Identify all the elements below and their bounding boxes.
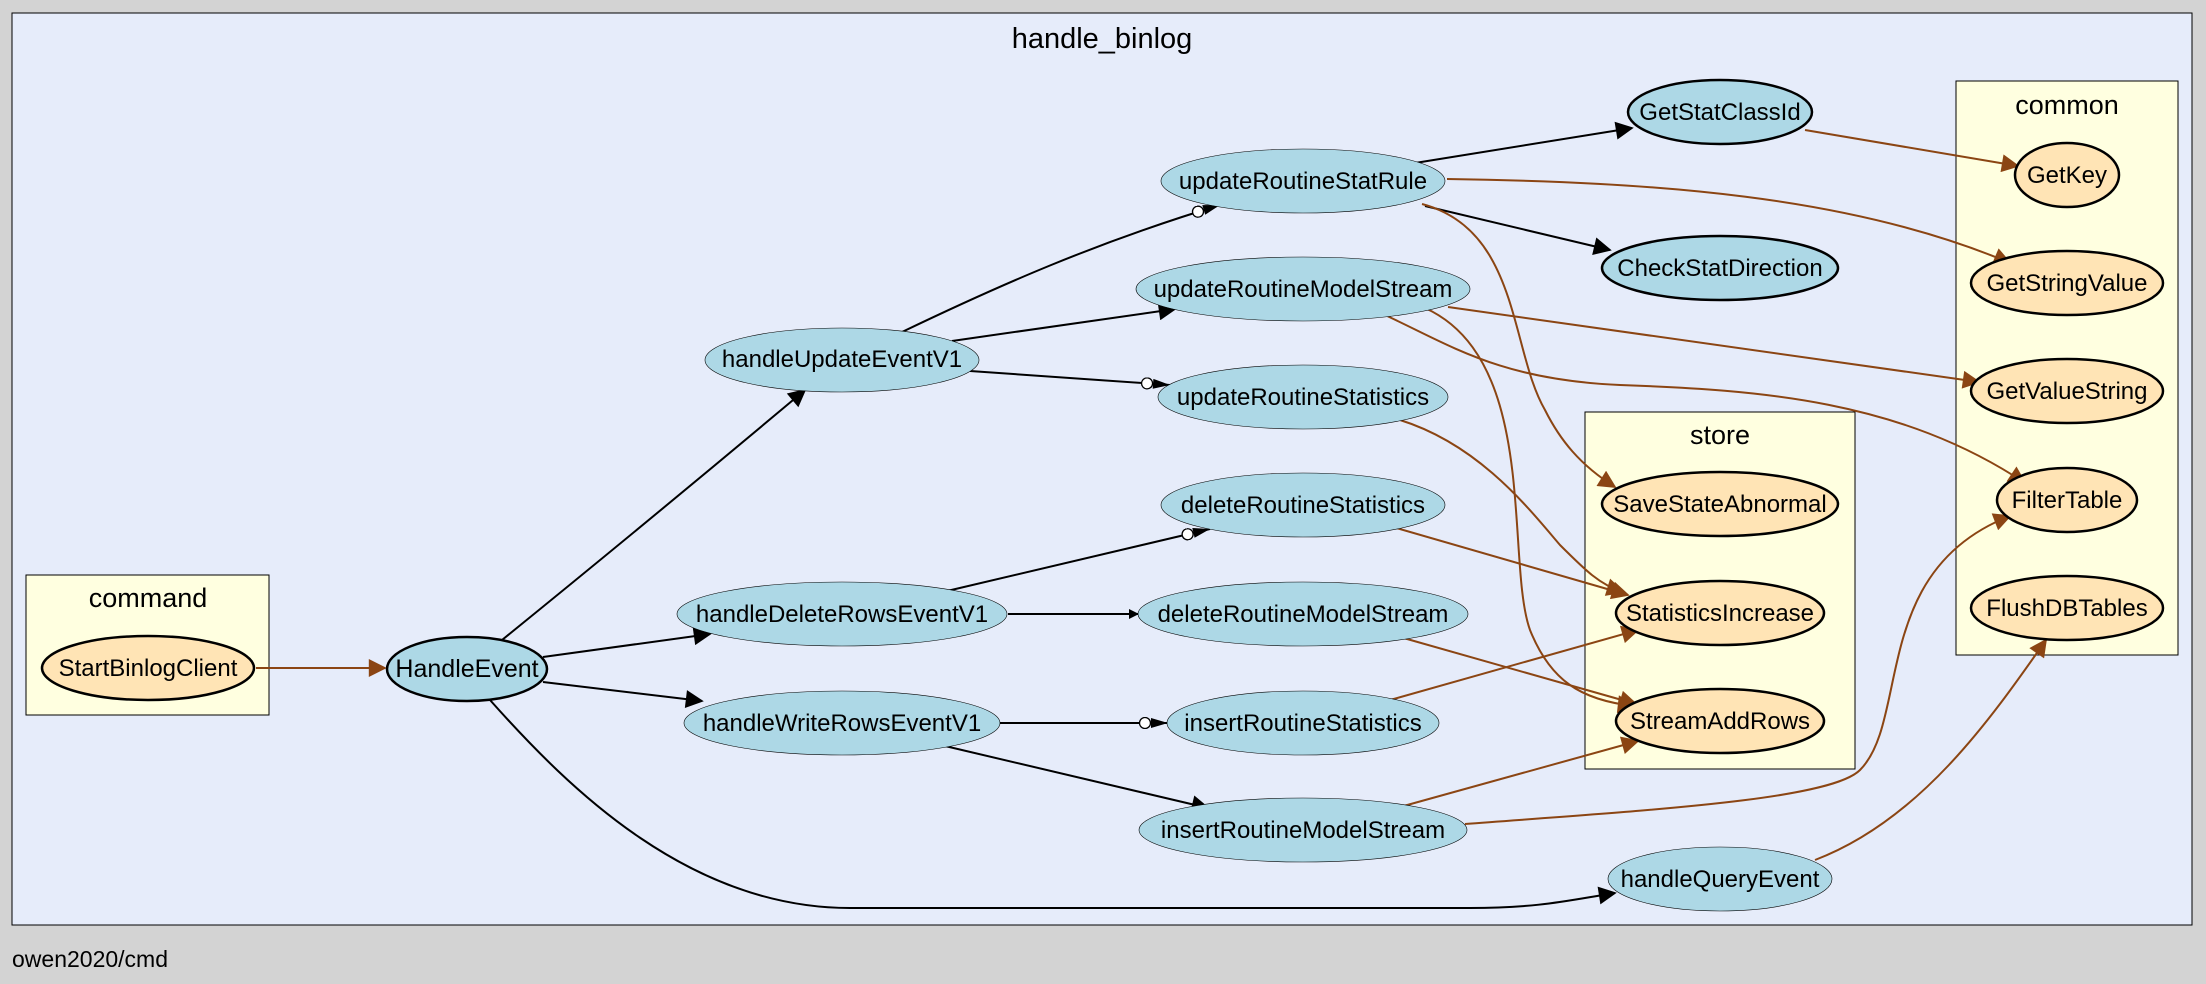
edge-deleteroutinemodelstream-streamaddrows: [1399, 636, 1638, 709]
node-getvaluestring-label: GetValueString: [1987, 378, 2148, 405]
node-handleevent[interactable]: HandleEvent: [385, 635, 549, 703]
edges: [256, 121, 2048, 909]
cluster-handle-binlog-label: handle_binlog: [1012, 23, 1193, 55]
edge-handleevent-handleupdateeventv1: [501, 388, 807, 641]
node-savestateabnormal[interactable]: SaveStateAbnormal: [1600, 470, 1840, 538]
nodes-command: StartBinlogClient: [40, 634, 256, 702]
edge-deleteroutinestatistics-statisticsincrease: [1392, 526, 1630, 600]
edge-handlequeryevent-flushdbtables: [1814, 638, 2048, 861]
node-handleevent-label: HandleEvent: [395, 655, 538, 683]
node-getstringvalue[interactable]: GetStringValue: [1969, 249, 2165, 317]
edge-updateroutinestatrule-getstatclassid: [1414, 121, 1634, 164]
node-getstringvalue-label: GetStringValue: [1987, 270, 2148, 297]
node-updateroutinemodelstream[interactable]: updateRoutineModelStream: [1135, 256, 1471, 322]
node-flushdbtables-label: FlushDBTables: [1986, 595, 2147, 622]
node-filtertable-label: FilterTable: [2012, 487, 2123, 514]
edge-handleevent-handlewriterowseventv1: [542, 681, 704, 709]
edge-getstatclassid-getkey: [1804, 129, 2020, 173]
edge-updateroutinestatrule-checkstatdirection: [1424, 205, 1612, 256]
edge-insertroutinemodelstream-streamaddrows: [1399, 736, 1640, 808]
node-insertroutinemodelstream[interactable]: insertRoutineModelStream: [1138, 797, 1468, 863]
edge-updateroutinemodelstream-getvaluestring: [1447, 306, 1981, 389]
node-checkstatdirection-label: CheckStatDirection: [1617, 255, 1822, 282]
node-deleteroutinemodelstream-label: deleteRoutineModelStream: [1158, 601, 1449, 628]
node-updateroutinestatrule[interactable]: updateRoutineStatRule: [1160, 148, 1446, 214]
node-getkey-label: GetKey: [2027, 162, 2107, 189]
node-deleteroutinestatistics-label: deleteRoutineStatistics: [1181, 492, 1425, 519]
node-filtertable[interactable]: FilterTable: [1995, 466, 2139, 534]
edge-updateroutinemodelstream-streamaddrows: [1424, 307, 1636, 714]
edge-handlewriterowseventv1-insertroutinemodelstream: [944, 745, 1210, 814]
edge-handleupdateeventv1-updateroutinemodelstream: [951, 302, 1177, 342]
node-savestateabnormal-label: SaveStateAbnormal: [1613, 491, 1826, 518]
edge-handledeleterowseventv1-deleteroutinestatistics: [946, 528, 1211, 592]
node-insertroutinestatistics-label: insertRoutineStatistics: [1184, 710, 1421, 737]
edge-insertroutinemodelstream-filtertable: [1464, 513, 2012, 825]
node-updateroutinemodelstream-label: updateRoutineModelStream: [1154, 276, 1453, 303]
node-deleteroutinemodelstream[interactable]: deleteRoutineModelStream: [1137, 581, 1469, 647]
node-insertroutinemodelstream-label: insertRoutineModelStream: [1161, 817, 1445, 844]
node-statisticsincrease-label: StatisticsIncrease: [1626, 600, 1814, 627]
node-handlequeryevent[interactable]: handleQueryEvent: [1607, 846, 1833, 912]
node-streamaddrows-label: StreamAddRows: [1630, 708, 1810, 735]
node-handlequeryevent-label: handleQueryEvent: [1621, 866, 1820, 893]
node-flushdbtables[interactable]: FlushDBTables: [1969, 574, 2165, 642]
edge-handleupdateeventv1-updateroutinestatistics: [969, 370, 1171, 385]
node-streamaddrows[interactable]: StreamAddRows: [1614, 687, 1826, 755]
cluster-common-label: common: [2015, 90, 2119, 120]
cluster-store-label: store: [1690, 420, 1750, 450]
edge-updateroutinestatrule-getstringvalue: [1446, 178, 2012, 265]
node-startbinlogclient[interactable]: StartBinlogClient: [40, 634, 256, 702]
node-handlewriterowseventv1[interactable]: handleWriteRowsEventV1: [683, 690, 1001, 756]
edge-updateroutinestatistics-statisticsincrease: [1399, 419, 1625, 596]
node-updateroutinestatistics[interactable]: updateRoutineStatistics: [1157, 364, 1449, 430]
nodes-store: SaveStateAbnormal StatisticsIncrease Str…: [1600, 470, 1840, 755]
node-getstatclassid-label: GetStatClassId: [1639, 99, 1800, 126]
node-updateroutinestatrule-label: updateRoutineStatRule: [1179, 168, 1427, 195]
node-handledeleterowseventv1-label: handleDeleteRowsEventV1: [696, 601, 988, 628]
node-insertroutinestatistics[interactable]: insertRoutineStatistics: [1166, 690, 1440, 756]
node-handlewriterowseventv1-label: handleWriteRowsEventV1: [703, 710, 981, 737]
nodes-local: HandleEvent handleUpdateEventV1 handleDe…: [385, 78, 1840, 912]
node-handledeleterowseventv1[interactable]: handleDeleteRowsEventV1: [676, 581, 1008, 647]
node-getkey[interactable]: GetKey: [2013, 141, 2121, 209]
cluster-handle-binlog: handle_binlog: [11, 12, 2193, 926]
node-deleteroutinestatistics[interactable]: deleteRoutineStatistics: [1160, 472, 1446, 538]
edge-insertroutinestatistics-statisticsincrease: [1389, 625, 1640, 701]
node-getvaluestring[interactable]: GetValueString: [1969, 357, 2165, 425]
node-handleupdateeventv1[interactable]: handleUpdateEventV1: [704, 327, 980, 393]
node-getstatclassid[interactable]: GetStatClassId: [1626, 78, 1814, 146]
node-checkstatdirection[interactable]: CheckStatDirection: [1600, 234, 1840, 302]
node-statisticsincrease[interactable]: StatisticsIncrease: [1614, 579, 1826, 647]
cluster-command-label: command: [89, 583, 208, 613]
edge-updateroutinestatrule-savestateabnormal: [1421, 203, 1617, 488]
edge-handleevent-handledeleterowseventv1: [542, 627, 712, 658]
edge-handleevent-handlequeryevent: [489, 699, 1617, 909]
node-startbinlogclient-label: StartBinlogClient: [59, 655, 238, 682]
node-handleupdateeventv1-label: handleUpdateEventV1: [722, 346, 962, 373]
nodes-common: GetKey GetStringValue GetValueString Fil…: [1969, 141, 2165, 642]
footer-package-path: owen2020/cmd: [12, 946, 168, 972]
node-updateroutinestatistics-label: updateRoutineStatistics: [1177, 384, 1429, 411]
edge-updateroutinemodelstream-filtertable: [1384, 314, 2027, 484]
edge-handleupdateeventv1-updateroutinestatrule: [901, 204, 1221, 333]
